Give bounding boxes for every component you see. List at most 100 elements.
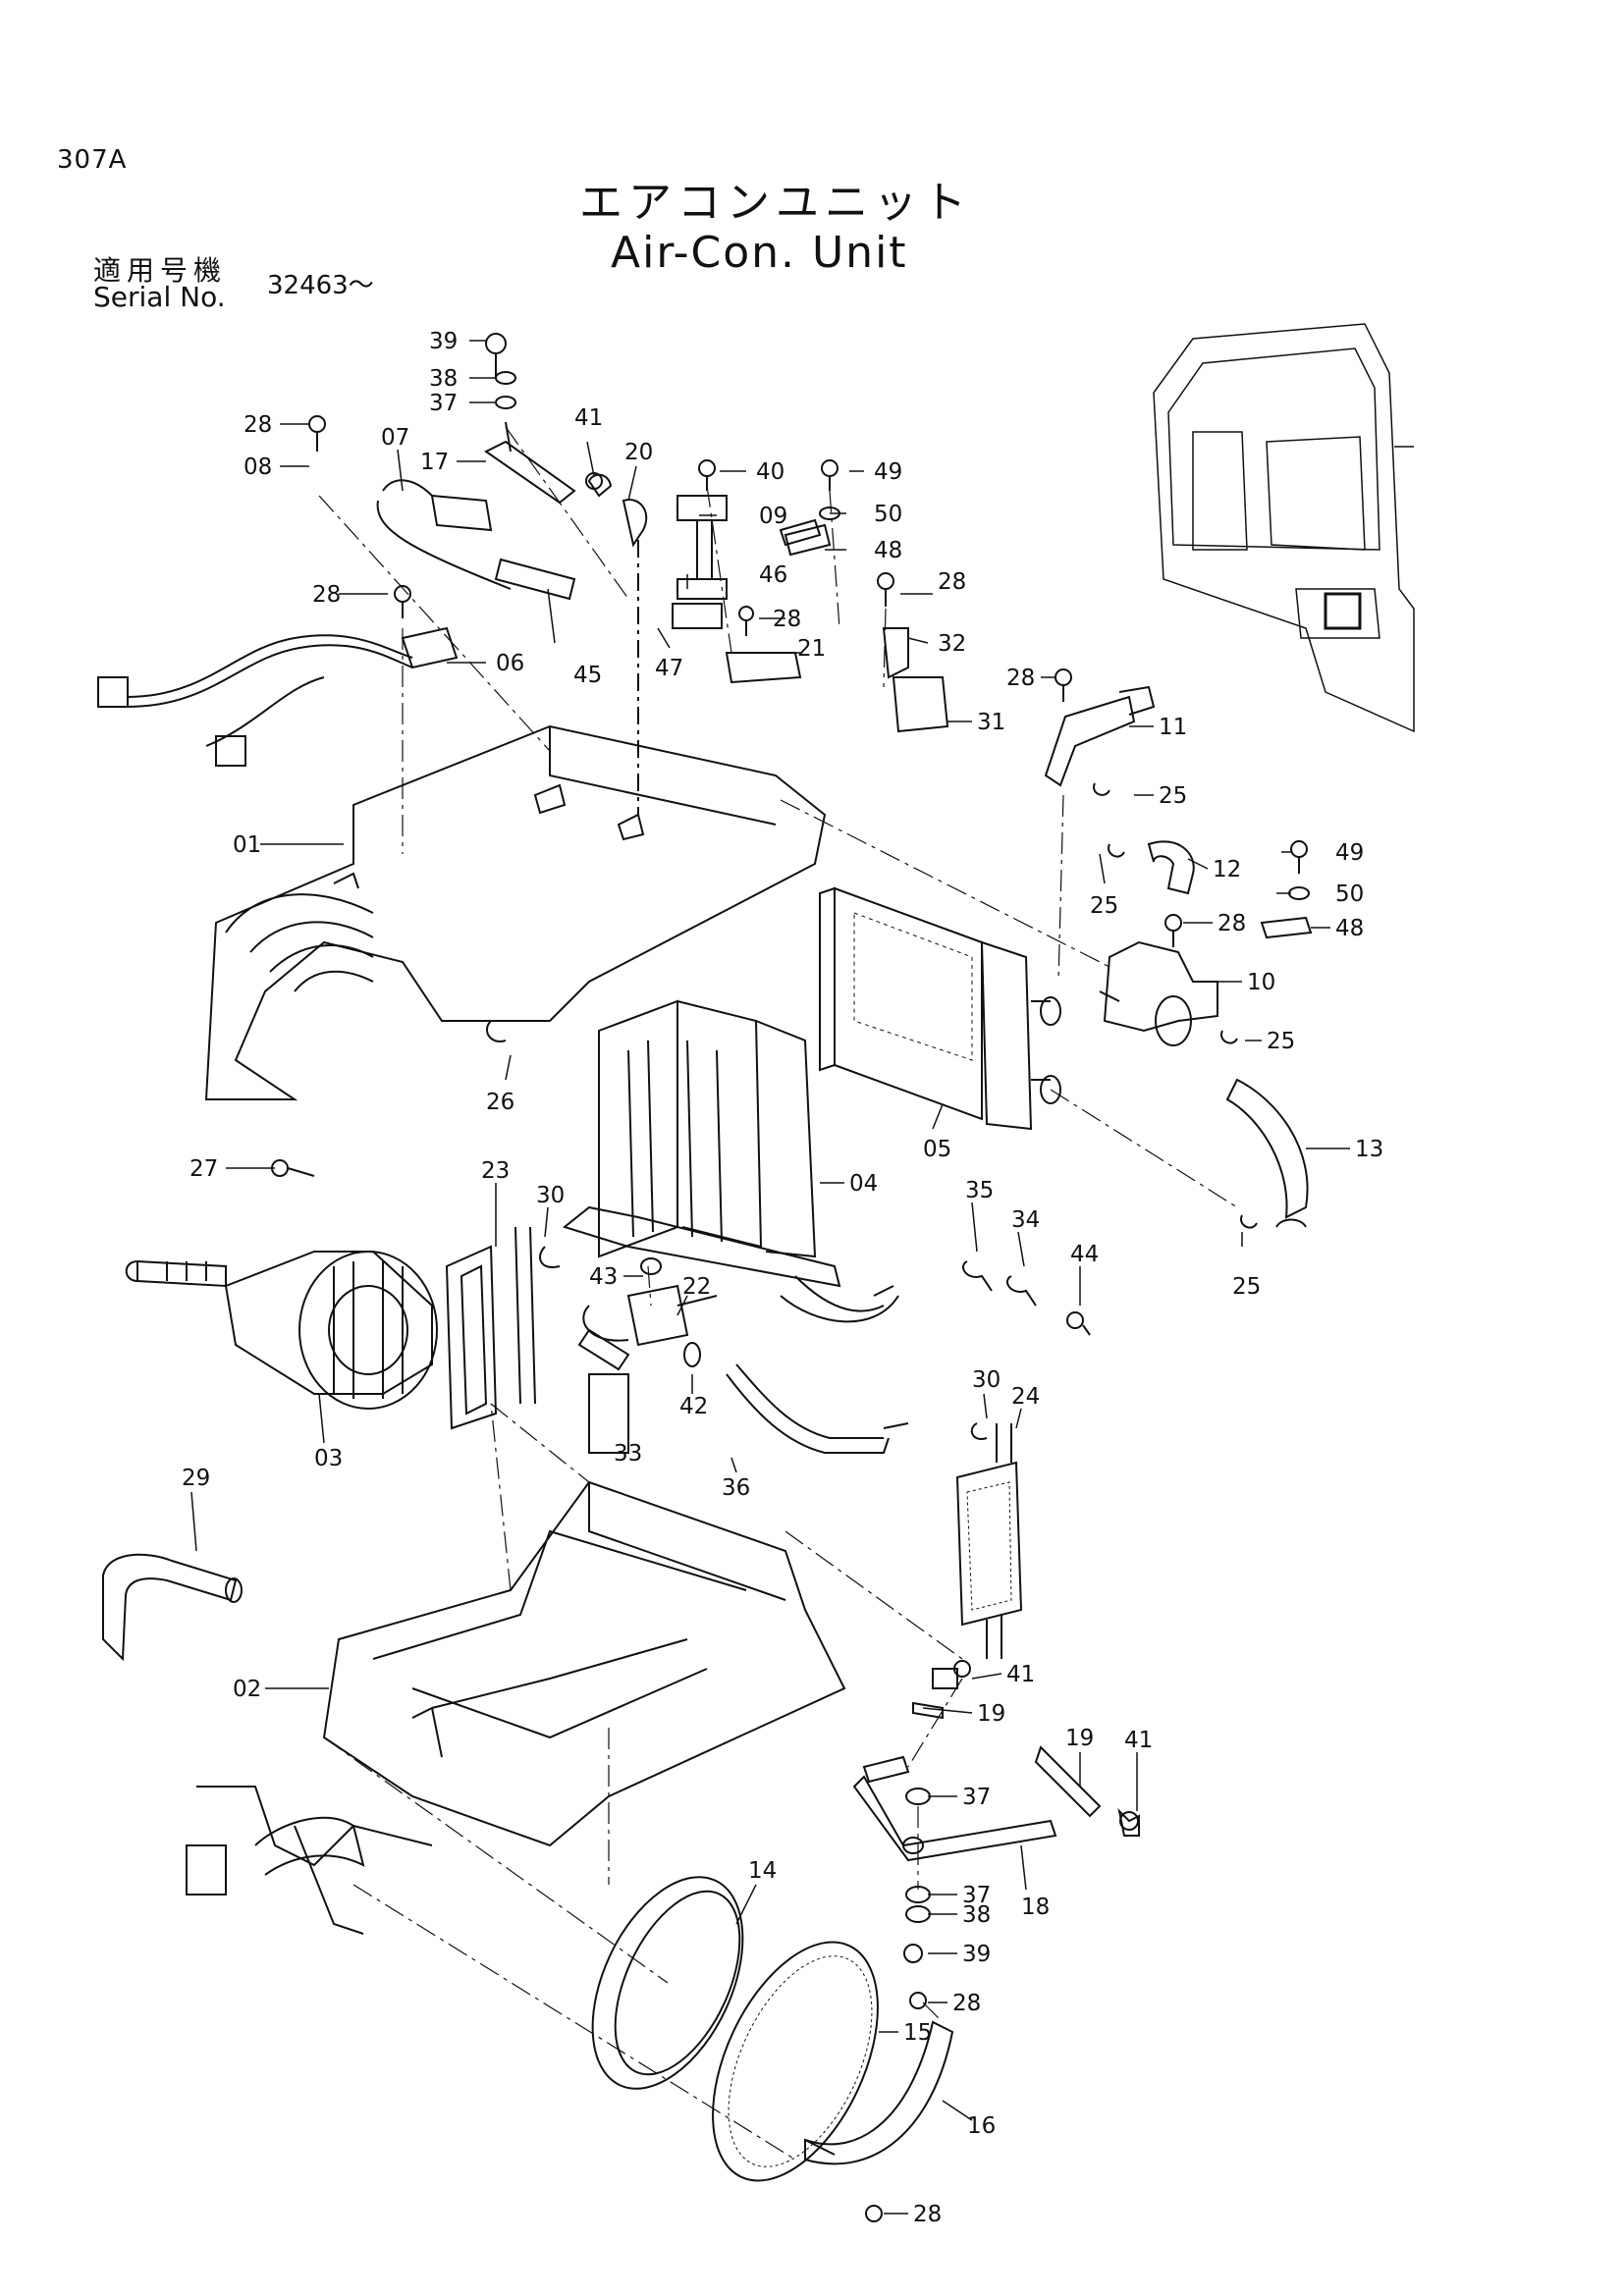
callout-50: 50 xyxy=(1335,881,1364,907)
callout-25: 25 xyxy=(1267,1029,1295,1054)
callout-28: 28 xyxy=(243,412,272,438)
evaporator-04 xyxy=(562,999,899,1323)
callout-37: 37 xyxy=(962,1785,991,1810)
callout-28: 28 xyxy=(1217,911,1246,936)
callout-47: 47 xyxy=(655,656,683,681)
callout-44: 44 xyxy=(1070,1242,1099,1267)
valve-10 xyxy=(1099,940,1218,1046)
callout-24: 24 xyxy=(1011,1384,1040,1410)
callout-13: 13 xyxy=(1355,1137,1383,1162)
assembly-lines xyxy=(318,426,1238,2161)
callout-28: 28 xyxy=(913,2202,942,2227)
callout-09: 09 xyxy=(759,504,787,529)
callout-20: 20 xyxy=(624,440,653,465)
callout-42: 42 xyxy=(679,1394,708,1419)
serial-value: 32463～ xyxy=(267,271,374,300)
callout-29: 29 xyxy=(182,1466,210,1491)
harness-07-45 xyxy=(376,479,576,601)
callout-25: 25 xyxy=(1232,1274,1261,1300)
callout-25: 25 xyxy=(1159,783,1187,809)
callout-10: 10 xyxy=(1247,970,1275,995)
callout-19: 19 xyxy=(1065,1726,1094,1751)
callout-50: 50 xyxy=(874,502,902,527)
page-code: 307A xyxy=(57,145,128,175)
callout-04: 04 xyxy=(849,1171,878,1197)
hoses-11-12-13 xyxy=(1044,685,1309,1228)
callout-36: 36 xyxy=(722,1475,750,1501)
callout-41: 41 xyxy=(574,405,603,431)
grille-15 xyxy=(712,1941,879,2182)
callout-38: 38 xyxy=(962,1902,991,1928)
heater-core-05 xyxy=(819,886,1061,1131)
wire-harness-06 xyxy=(97,626,459,767)
callout-17: 17 xyxy=(420,450,449,475)
callout-22: 22 xyxy=(682,1274,711,1300)
brackets-09-21-32 xyxy=(672,495,949,733)
element-24 xyxy=(955,1423,1023,1659)
callout-11: 11 xyxy=(1159,715,1187,740)
callout-15: 15 xyxy=(903,2020,932,2046)
callout-28: 28 xyxy=(952,1991,981,2016)
callout-07: 07 xyxy=(381,425,409,451)
cab-thumbnail xyxy=(1153,323,1415,733)
callout-16: 16 xyxy=(967,2113,996,2139)
lever-17-20 xyxy=(484,421,648,815)
filter-23 xyxy=(445,1226,561,1430)
upper-case-01 xyxy=(204,724,827,1100)
callout-28: 28 xyxy=(1006,666,1035,691)
callout-45: 45 xyxy=(573,663,602,688)
callout-46: 46 xyxy=(759,562,787,588)
callout-49: 49 xyxy=(1335,840,1364,866)
callout-43: 43 xyxy=(589,1264,618,1290)
callout-01: 01 xyxy=(233,832,261,858)
callout-25: 25 xyxy=(1090,893,1118,919)
serial-label-english: Serial No. xyxy=(93,281,226,313)
callout-40: 40 xyxy=(756,459,784,485)
callout-32: 32 xyxy=(938,631,966,657)
callout-18: 18 xyxy=(1021,1895,1050,1920)
callout-21: 21 xyxy=(797,636,826,662)
callout-05: 05 xyxy=(923,1137,951,1162)
callout-labels: 39 38 37 28 07 08 17 41 20 40 49 09 50 4… xyxy=(182,329,1383,2227)
fasteners xyxy=(271,333,1313,2222)
title-japanese: エアコンユニット xyxy=(579,178,972,228)
serial-label-japanese: 適用号機 xyxy=(93,254,228,287)
lower-case-02 xyxy=(186,1480,846,1935)
blower-03 xyxy=(125,1251,438,1410)
callout-28: 28 xyxy=(312,582,341,608)
callout-31: 31 xyxy=(977,710,1005,735)
callout-48: 48 xyxy=(1335,916,1364,941)
callout-12: 12 xyxy=(1213,857,1241,882)
callout-06: 06 xyxy=(496,651,524,676)
callout-37: 37 xyxy=(962,1883,991,1908)
title-english: Air-Con. Unit xyxy=(611,228,908,278)
cover-16 xyxy=(804,2020,954,2165)
callout-28: 28 xyxy=(938,569,966,595)
callout-38: 38 xyxy=(429,366,458,392)
callout-19: 19 xyxy=(977,1701,1005,1727)
callout-48: 48 xyxy=(874,538,902,563)
leader-lines xyxy=(190,340,1350,2215)
callout-08: 08 xyxy=(243,454,272,480)
callout-23: 23 xyxy=(481,1158,510,1184)
callout-39: 39 xyxy=(962,1942,991,1967)
duct-29 xyxy=(102,1553,243,1662)
callout-02: 02 xyxy=(233,1677,261,1702)
callout-27: 27 xyxy=(189,1156,218,1182)
callout-49: 49 xyxy=(874,459,902,485)
callout-14: 14 xyxy=(748,1858,777,1884)
callout-35: 35 xyxy=(965,1178,994,1203)
callout-33: 33 xyxy=(614,1441,642,1467)
levers-18-19 xyxy=(852,1668,1140,1862)
callout-41: 41 xyxy=(1124,1728,1153,1753)
callout-30: 30 xyxy=(972,1367,1001,1393)
callout-39: 39 xyxy=(429,329,458,354)
callout-26: 26 xyxy=(486,1090,514,1115)
callout-41: 41 xyxy=(1006,1662,1035,1687)
callout-37: 37 xyxy=(429,391,458,416)
expansion-valve-22 xyxy=(577,1257,909,1454)
ring-14 xyxy=(591,1876,744,2090)
callout-28: 28 xyxy=(773,607,801,632)
callout-30: 30 xyxy=(536,1183,565,1208)
